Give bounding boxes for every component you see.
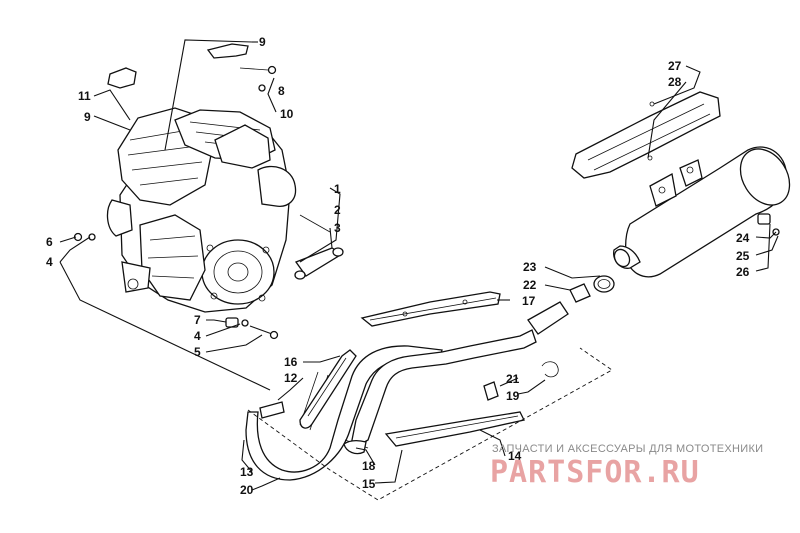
watermark: ЗАПЧАСТИ И АКСЕССУАРЫ ДЛЯ МОТОТЕХНИКИ PA… <box>490 443 763 490</box>
callout-26: 26 <box>736 265 750 279</box>
leader-lines <box>59 39 779 491</box>
callout-numbers: 9 8 10 11 9 1 2 3 6 4 7 4 5 16 12 13 20 … <box>46 35 750 497</box>
heat-shield-pipe <box>360 291 501 327</box>
callout-5: 5 <box>194 345 201 359</box>
callout-27: 27 <box>668 59 682 73</box>
callout-11: 11 <box>78 89 91 103</box>
callout-9-left: 9 <box>84 110 91 124</box>
exhaust-springs-clamps <box>483 275 615 401</box>
callout-19: 19 <box>506 389 520 403</box>
engine-assembly <box>106 107 297 313</box>
heat-shield-lower <box>384 411 525 447</box>
callout-23: 23 <box>523 260 537 274</box>
callout-8: 8 <box>278 84 285 98</box>
callout-3: 3 <box>334 221 341 235</box>
callout-15: 15 <box>362 477 376 491</box>
intake-clamp-assembly <box>294 214 344 280</box>
callout-22: 22 <box>523 278 537 292</box>
callout-7: 7 <box>194 313 201 327</box>
watermark-tagline: ЗАПЧАСТИ И АКСЕССУАРЫ ДЛЯ МОТОТЕХНИКИ <box>492 443 763 455</box>
callout-28: 28 <box>668 75 682 89</box>
exhaust-mid-pipe <box>343 301 569 455</box>
callout-20: 20 <box>240 483 254 497</box>
callout-18: 18 <box>362 459 376 473</box>
callout-10: 10 <box>280 107 294 121</box>
callout-12: 12 <box>284 371 298 385</box>
muffler-assembly <box>613 146 791 278</box>
callout-13: 13 <box>240 465 254 479</box>
callout-21: 21 <box>506 372 520 386</box>
mount-hardware-left <box>73 232 279 340</box>
watermark-brand: PARTSFOR.RU <box>490 455 700 490</box>
heat-shield-front <box>299 349 357 429</box>
callout-14: 14 <box>508 449 522 463</box>
callout-4-left: 4 <box>46 255 53 269</box>
engine-mount-bracket-top <box>107 43 277 92</box>
callout-24: 24 <box>736 231 750 245</box>
callout-6: 6 <box>46 235 53 249</box>
callout-4-lower: 4 <box>194 329 201 343</box>
muffler-heat-shield <box>571 91 721 179</box>
callout-9-top: 9 <box>259 35 266 49</box>
callout-25: 25 <box>736 249 750 263</box>
callout-16: 16 <box>284 355 298 369</box>
callout-1: 1 <box>334 182 341 196</box>
callout-17: 17 <box>522 294 536 308</box>
callout-2: 2 <box>334 203 341 217</box>
